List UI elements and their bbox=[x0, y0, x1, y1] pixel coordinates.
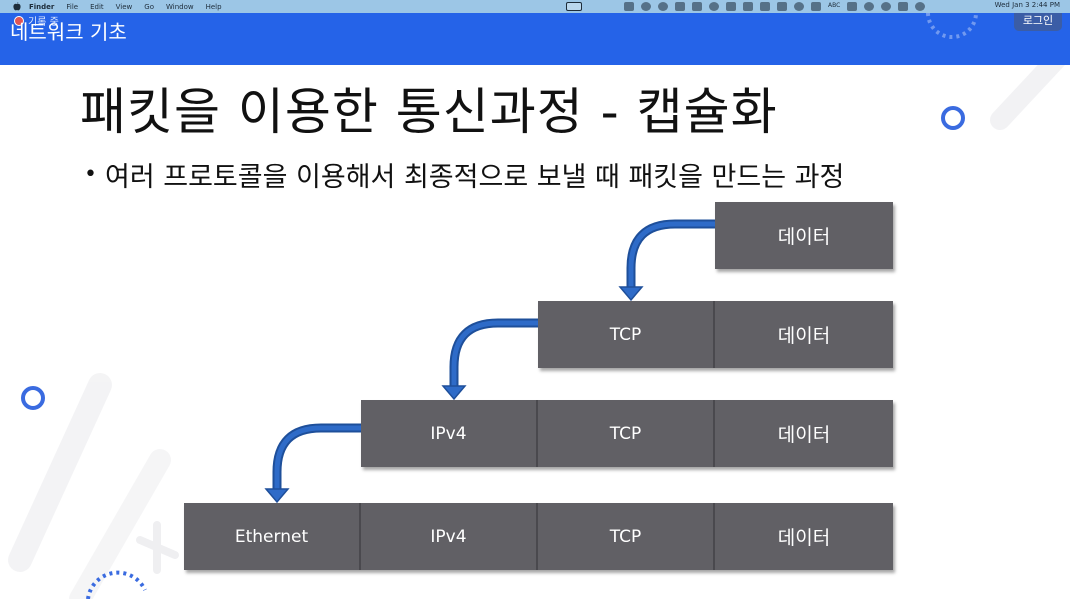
menu-view[interactable]: View bbox=[116, 3, 133, 11]
keyboard-layout-label[interactable]: ABC bbox=[828, 2, 840, 11]
menu-app-finder[interactable]: Finder bbox=[29, 3, 54, 11]
cell-ipv4-header: IPv4 bbox=[361, 503, 538, 570]
cell-tcp-header: TCP bbox=[538, 503, 715, 570]
tray-app-icon[interactable] bbox=[641, 2, 651, 11]
dotted-arc-decoration bbox=[88, 573, 145, 599]
menu-window[interactable]: Window bbox=[166, 3, 194, 11]
moon-icon[interactable] bbox=[794, 2, 804, 11]
menu-file[interactable]: File bbox=[66, 3, 78, 11]
menu-go[interactable]: Go bbox=[144, 3, 154, 11]
battery-icon[interactable] bbox=[847, 2, 857, 11]
wifi-icon[interactable] bbox=[864, 2, 874, 11]
slide-bullet: • 여러 프로토콜을 이용해서 최종적으로 보낼 때 패킷을 만드는 과정 bbox=[84, 155, 844, 194]
tray-app-icon[interactable] bbox=[692, 2, 702, 11]
packet-row-transport: TCP 데이터 bbox=[538, 301, 893, 368]
ring-icon bbox=[23, 388, 43, 408]
menubar-clock[interactable]: Wed Jan 3 2:44 PM bbox=[995, 1, 1060, 9]
packet-row-network: IPv4 TCP 데이터 bbox=[361, 400, 893, 467]
tray-app-icon[interactable] bbox=[624, 2, 634, 11]
cell-ipv4-header: IPv4 bbox=[361, 400, 538, 467]
arrow-down-icon bbox=[266, 489, 288, 502]
tray-app-icon[interactable] bbox=[658, 2, 668, 11]
status-tray: ABC bbox=[624, 2, 925, 11]
mute-icon[interactable] bbox=[777, 2, 787, 11]
bullet-marker: • bbox=[84, 162, 97, 187]
menu-bar: Finder File Edit View Go Window Help ABC… bbox=[0, 0, 1070, 13]
menu-edit[interactable]: Edit bbox=[90, 3, 104, 11]
header-bar: 기록 중 네트워크 기초 로그인 bbox=[0, 13, 1070, 65]
packet-row-application: 데이터 bbox=[715, 202, 893, 269]
slide-title: 패킷을 이용한 통신과정 - 캡슐화 bbox=[80, 72, 778, 144]
apple-icon[interactable] bbox=[12, 2, 21, 11]
screen-mirror-icon[interactable] bbox=[566, 2, 582, 11]
header-decoration bbox=[920, 13, 990, 63]
cell-data: 데이터 bbox=[715, 301, 893, 368]
tray-app-icon[interactable] bbox=[709, 2, 719, 11]
tray-app-icon[interactable] bbox=[760, 2, 770, 11]
tray-app-icon[interactable] bbox=[743, 2, 753, 11]
ring-icon bbox=[943, 108, 963, 128]
control-center-icon[interactable] bbox=[898, 2, 908, 11]
cell-tcp-header: TCP bbox=[538, 301, 715, 368]
cell-data: 데이터 bbox=[715, 503, 893, 570]
packet-row-link: Ethernet IPv4 TCP 데이터 bbox=[184, 503, 893, 570]
cell-data: 데이터 bbox=[715, 400, 893, 467]
login-button[interactable]: 로그인 bbox=[1014, 13, 1062, 31]
tray-app-icon[interactable] bbox=[726, 2, 736, 11]
cell-ethernet-header: Ethernet bbox=[184, 503, 361, 570]
arrow-down-icon bbox=[620, 287, 642, 300]
page-title: 네트워크 기초 bbox=[10, 16, 127, 45]
tray-app-icon[interactable] bbox=[675, 2, 685, 11]
cell-tcp-header: TCP bbox=[538, 400, 715, 467]
arrow-down-icon bbox=[443, 386, 465, 399]
input-source-icon[interactable] bbox=[811, 2, 821, 11]
siri-icon[interactable] bbox=[915, 2, 925, 11]
bullet-text: 여러 프로토콜을 이용해서 최종적으로 보낼 때 패킷을 만드는 과정 bbox=[105, 155, 844, 194]
cell-data: 데이터 bbox=[715, 202, 893, 269]
search-icon[interactable] bbox=[881, 2, 891, 11]
menu-help[interactable]: Help bbox=[206, 3, 222, 11]
